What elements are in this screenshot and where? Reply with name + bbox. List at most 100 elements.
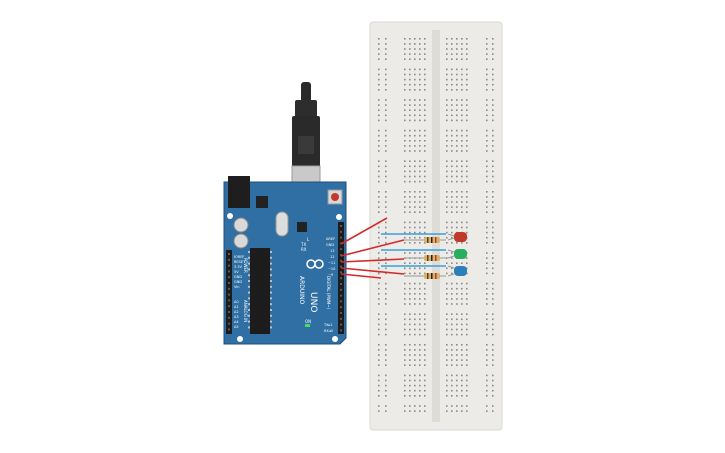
breadboard-hole bbox=[409, 165, 411, 168]
breadboard-hole bbox=[461, 298, 463, 300]
breadboard-hole bbox=[424, 374, 426, 377]
wires[interactable] bbox=[340, 217, 446, 279]
header-pin[interactable] bbox=[228, 311, 230, 313]
breadboard-hole bbox=[424, 298, 426, 300]
header-pin[interactable] bbox=[340, 271, 342, 274]
header-pin[interactable] bbox=[228, 322, 230, 325]
chip-pin bbox=[248, 285, 250, 288]
header-pin[interactable] bbox=[228, 276, 230, 279]
led-red-body[interactable] bbox=[454, 232, 467, 242]
header-pin[interactable] bbox=[340, 248, 342, 251]
chip-pin bbox=[270, 280, 272, 282]
header-pin[interactable] bbox=[228, 293, 230, 296]
breadboard-hole bbox=[486, 252, 488, 254]
breadboard-hole bbox=[409, 129, 411, 132]
header-pin[interactable] bbox=[340, 306, 342, 309]
breadboard-hole bbox=[466, 384, 468, 387]
breadboard-hole bbox=[424, 226, 426, 229]
breadboard-hole bbox=[456, 180, 458, 183]
breadboard-hole bbox=[385, 389, 387, 392]
breadboard-hole bbox=[409, 318, 411, 321]
led-red[interactable] bbox=[447, 232, 467, 242]
breadboard-hole bbox=[378, 252, 380, 254]
wire-pin-10[interactable] bbox=[340, 273, 382, 279]
wire-pin-13[interactable] bbox=[340, 239, 405, 257]
header-pin[interactable] bbox=[228, 258, 230, 261]
breadboard-hole bbox=[385, 318, 387, 321]
header-pin[interactable] bbox=[228, 316, 230, 319]
breadboard-hole bbox=[419, 318, 421, 321]
led-green-body[interactable] bbox=[454, 249, 467, 259]
breadboard-hole bbox=[378, 165, 380, 168]
led-blue-body[interactable] bbox=[454, 266, 467, 276]
resistor-band bbox=[431, 237, 433, 243]
header-pin[interactable] bbox=[340, 277, 342, 280]
breadboard-hole bbox=[424, 328, 426, 331]
header-pin[interactable] bbox=[228, 270, 230, 273]
breadboard-hole bbox=[446, 344, 448, 346]
wire-pin-11[interactable] bbox=[340, 267, 405, 275]
breadboard-hole bbox=[424, 114, 426, 117]
resistor-1[interactable] bbox=[404, 237, 446, 243]
breadboard-hole bbox=[409, 104, 411, 106]
breadboard-hole bbox=[461, 328, 463, 331]
header-pin[interactable] bbox=[340, 225, 342, 227]
led-blue[interactable] bbox=[447, 265, 467, 277]
led-green[interactable] bbox=[447, 249, 467, 259]
breadboard[interactable] bbox=[369, 21, 503, 431]
breadboard-hole bbox=[486, 201, 488, 203]
breadboard-hole bbox=[378, 333, 380, 336]
header-pin[interactable] bbox=[340, 329, 342, 332]
wire-pin-12[interactable] bbox=[340, 258, 405, 263]
resistor-3[interactable] bbox=[404, 273, 446, 279]
breadboard-hole bbox=[409, 175, 411, 178]
breadboard-hole bbox=[414, 267, 416, 270]
breadboard-hole bbox=[409, 252, 411, 254]
header-pin[interactable] bbox=[340, 300, 342, 303]
header-pin[interactable] bbox=[228, 253, 230, 255]
header-pin[interactable] bbox=[340, 294, 342, 297]
breadboard-hole bbox=[409, 293, 411, 295]
breadboard-hole bbox=[424, 405, 426, 407]
breadboard-hole bbox=[446, 160, 448, 162]
header-pin[interactable] bbox=[340, 317, 342, 320]
header-pin[interactable] bbox=[340, 254, 342, 256]
breadboard-hole bbox=[451, 48, 453, 50]
breadboard-hole bbox=[456, 226, 458, 229]
breadboard-hole bbox=[451, 196, 453, 198]
header-pin[interactable] bbox=[340, 312, 342, 314]
resistors[interactable] bbox=[404, 237, 446, 279]
header-pin[interactable] bbox=[340, 265, 342, 268]
wire-gnd[interactable] bbox=[340, 217, 388, 245]
l-label: L bbox=[307, 237, 310, 242]
breadboard-hole bbox=[461, 333, 463, 336]
breadboard-hole bbox=[419, 140, 421, 142]
breadboard-hole bbox=[414, 282, 416, 285]
header-pin[interactable] bbox=[340, 230, 342, 233]
reset-button-cap[interactable] bbox=[331, 193, 339, 201]
breadboard-hole bbox=[446, 129, 448, 132]
breadboard-hole bbox=[446, 395, 448, 397]
breadboard-hole bbox=[456, 328, 458, 331]
leds[interactable] bbox=[447, 232, 467, 277]
resistor-2[interactable] bbox=[404, 255, 446, 261]
breadboard-hole bbox=[419, 333, 421, 336]
breadboard-hole bbox=[378, 191, 380, 193]
breadboard-hole bbox=[414, 191, 416, 193]
header-pin[interactable] bbox=[228, 264, 230, 267]
breadboard-hole bbox=[451, 344, 453, 346]
header-pin[interactable] bbox=[340, 259, 342, 262]
header-pin[interactable] bbox=[340, 323, 342, 326]
header-pin[interactable] bbox=[228, 305, 230, 308]
header-pin[interactable] bbox=[340, 236, 342, 239]
breadboard-hole bbox=[446, 99, 448, 101]
header-pin[interactable] bbox=[340, 288, 342, 291]
header-pin[interactable] bbox=[228, 287, 230, 290]
header-pin[interactable] bbox=[340, 283, 342, 285]
header-pin[interactable] bbox=[228, 282, 230, 284]
breadboard-hole bbox=[414, 134, 416, 137]
header-pin[interactable] bbox=[228, 328, 230, 331]
arduino-uno-board[interactable]: ARDUINO UNO DIGITAL (PWM~) POWER ANALOG … bbox=[223, 82, 347, 345]
header-pin[interactable] bbox=[228, 299, 230, 302]
